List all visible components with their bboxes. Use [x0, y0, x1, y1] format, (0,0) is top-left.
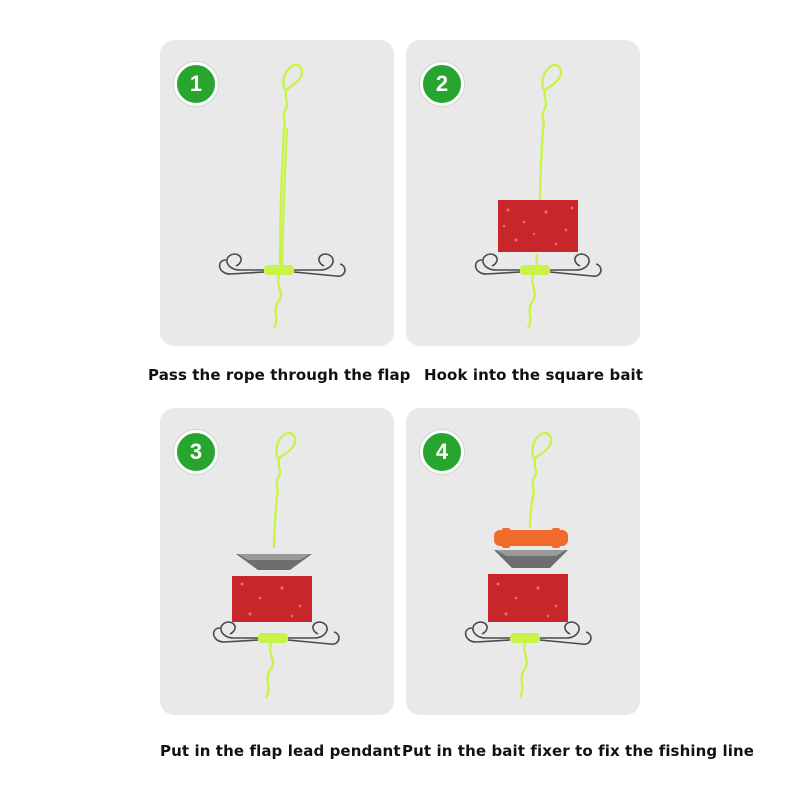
- step-1-badge: 1: [174, 62, 218, 106]
- step-3-caption: Put in the flap lead pendant: [160, 742, 401, 760]
- step-4-panel: 4: [406, 408, 640, 715]
- step-1-panel: 1: [160, 40, 394, 346]
- rope-and-hooks-illustration: [218, 63, 346, 329]
- step-2-panel: 2: [406, 40, 640, 346]
- step-4-badge: 4: [420, 430, 464, 474]
- step-2-badge: 2: [420, 62, 464, 106]
- step-2-caption: Hook into the square bait: [424, 366, 644, 384]
- step-1-caption: Pass the rope through the flap: [148, 366, 411, 384]
- square-bait-illustration: [474, 63, 602, 329]
- lead-pendant-illustration: [212, 431, 340, 699]
- bait-fixer-illustration: [464, 431, 592, 699]
- step-4-caption: Put in the bait fixer to fix the fishing…: [402, 742, 755, 760]
- step-3-badge: 3: [174, 430, 218, 474]
- step-3-panel: 3: [160, 408, 394, 715]
